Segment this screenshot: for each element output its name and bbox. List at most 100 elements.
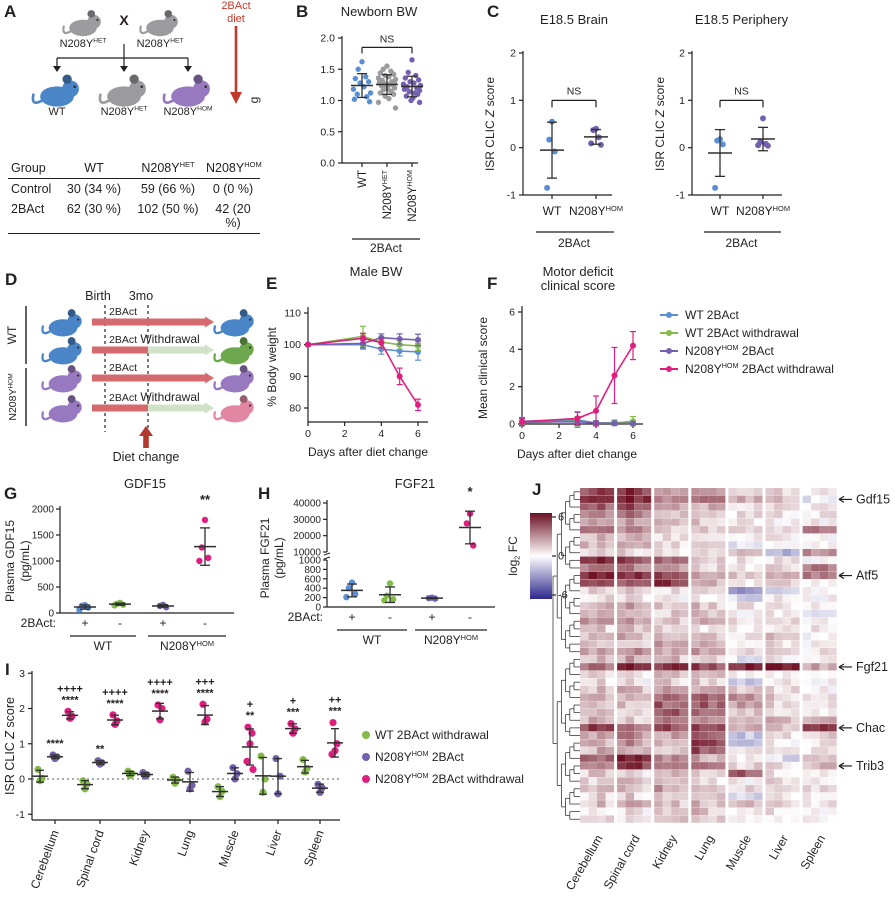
panel-letter-e: E bbox=[266, 274, 278, 293]
mouse-icon bbox=[98, 74, 146, 107]
svg-text:2BAct: 2BAct bbox=[558, 236, 591, 250]
svg-text:2000: 2000 bbox=[32, 505, 55, 516]
svg-text:80: 80 bbox=[289, 403, 301, 415]
mouse-icon bbox=[162, 74, 210, 107]
svg-text:**: ** bbox=[200, 492, 211, 507]
panel-letter-g: G bbox=[4, 484, 18, 503]
svg-text:6: 6 bbox=[509, 306, 515, 318]
svg-text:Days after diet change: Days after diet change bbox=[308, 445, 428, 459]
svg-text:(pg/mL): (pg/mL) bbox=[18, 540, 32, 581]
offspring-label-hom: N208YHOM bbox=[163, 105, 213, 118]
svg-text:Kidney: Kidney bbox=[649, 833, 679, 872]
mouse-icon bbox=[62, 10, 101, 37]
svg-text:+: + bbox=[290, 696, 296, 708]
svg-text:1: 1 bbox=[19, 738, 25, 750]
svg-text:-1: -1 bbox=[16, 809, 25, 821]
legend-item: N208YHOM 2BAct withdrawal bbox=[362, 768, 524, 790]
heatmap-cells bbox=[580, 488, 837, 823]
svg-text:0: 0 bbox=[19, 774, 25, 786]
dendrogram bbox=[552, 491, 580, 820]
svg-text:-6: -6 bbox=[558, 590, 568, 602]
svg-text:2BAct: 2BAct bbox=[109, 362, 137, 374]
svg-text:Liver: Liver bbox=[766, 833, 791, 863]
svg-text:Birth: Birth bbox=[85, 289, 111, 303]
legend-item: N208YHOM 2BAct bbox=[362, 746, 524, 768]
panel-letter-i: I bbox=[5, 660, 10, 679]
svg-text:N208YHOM: N208YHOM bbox=[160, 639, 214, 653]
legend-item: WT 2BAct withdrawal bbox=[660, 324, 834, 342]
svg-text:2BAct:: 2BAct: bbox=[288, 610, 323, 624]
parent-label-1: N208YHET bbox=[59, 37, 107, 50]
svg-text:Spleen: Spleen bbox=[797, 833, 828, 872]
svg-text:Trib3: Trib3 bbox=[856, 759, 884, 773]
svg-text:+++: +++ bbox=[195, 676, 214, 688]
svg-text:+: + bbox=[81, 616, 88, 630]
mouse-icon bbox=[139, 10, 178, 37]
svg-text:***: *** bbox=[287, 707, 301, 719]
panel-letter-d: D bbox=[5, 270, 18, 289]
legend-item: N208YHOM 2BAct withdrawal bbox=[660, 360, 834, 378]
svg-text:0: 0 bbox=[519, 430, 525, 442]
svg-text:Plasma FGF21: Plasma FGF21 bbox=[258, 517, 272, 598]
svg-text:-: - bbox=[203, 616, 207, 630]
svg-text:+: + bbox=[428, 610, 435, 624]
mouse-icon bbox=[213, 309, 254, 337]
svg-text:WT: WT bbox=[711, 204, 730, 218]
svg-text:6: 6 bbox=[415, 428, 421, 440]
panel-letter-h: H bbox=[258, 484, 271, 503]
svg-text:g: g bbox=[247, 97, 261, 104]
svg-text:800: 800 bbox=[304, 565, 321, 576]
offspring-label-wt: WT bbox=[48, 106, 66, 118]
mouse-icon bbox=[41, 337, 82, 365]
svg-text:1: 1 bbox=[510, 95, 516, 107]
svg-text:20000: 20000 bbox=[293, 531, 321, 542]
svg-text:4: 4 bbox=[593, 430, 599, 442]
svg-text:****: **** bbox=[196, 687, 214, 699]
svg-text:Fgf21: Fgf21 bbox=[856, 660, 888, 674]
svg-text:*: * bbox=[467, 484, 473, 499]
svg-text:Lung: Lung bbox=[175, 828, 197, 858]
svg-text:ISR CLIC Z score: ISR CLIC Z score bbox=[653, 77, 667, 171]
svg-text:2.0: 2.0 bbox=[320, 33, 335, 45]
svg-text:2BAct: 2BAct bbox=[725, 236, 758, 250]
svg-text:1.5: 1.5 bbox=[320, 64, 335, 76]
svg-text:3: 3 bbox=[19, 668, 25, 680]
svg-text:GDF15: GDF15 bbox=[124, 476, 166, 491]
svg-text:N208YHOM: N208YHOM bbox=[736, 204, 790, 218]
svg-text:****: **** bbox=[106, 698, 124, 710]
svg-text:-: - bbox=[388, 610, 392, 624]
colorbar bbox=[530, 513, 552, 599]
svg-text:2: 2 bbox=[679, 48, 685, 60]
svg-text:N208YHOM: N208YHOM bbox=[569, 204, 623, 218]
svg-text:Liver: Liver bbox=[263, 828, 285, 857]
svg-text:Lung: Lung bbox=[691, 833, 716, 863]
svg-text:110: 110 bbox=[284, 307, 301, 319]
svg-text:Kidney: Kidney bbox=[126, 828, 152, 867]
svg-text:E18.5 Periphery: E18.5 Periphery bbox=[695, 12, 789, 27]
panel-letter-f: F bbox=[487, 274, 498, 293]
svg-text:2: 2 bbox=[556, 430, 562, 442]
legend-item: WT 2BAct withdrawal bbox=[362, 724, 524, 746]
svg-text:30000: 30000 bbox=[293, 515, 321, 526]
svg-text:4: 4 bbox=[378, 428, 384, 440]
panel-letter-a: A bbox=[4, 2, 17, 21]
svg-text:% Body weight: % Body weight bbox=[265, 327, 279, 407]
cross-symbol: X bbox=[119, 12, 129, 28]
svg-text:Motor deficit: Motor deficit bbox=[543, 264, 614, 279]
svg-text:2: 2 bbox=[19, 703, 25, 715]
svg-text:N208YHOM: N208YHOM bbox=[424, 633, 478, 647]
parent-label-2: N208YHET bbox=[136, 37, 184, 50]
svg-text:N208YHET: N208YHET bbox=[381, 169, 394, 219]
svg-text:0: 0 bbox=[48, 609, 54, 620]
svg-text:0.5: 0.5 bbox=[320, 126, 335, 138]
svg-text:0: 0 bbox=[510, 142, 516, 154]
svg-text:FGF21: FGF21 bbox=[395, 476, 435, 491]
svg-text:0: 0 bbox=[679, 142, 685, 154]
svg-text:2BAct: 2BAct bbox=[109, 306, 137, 318]
